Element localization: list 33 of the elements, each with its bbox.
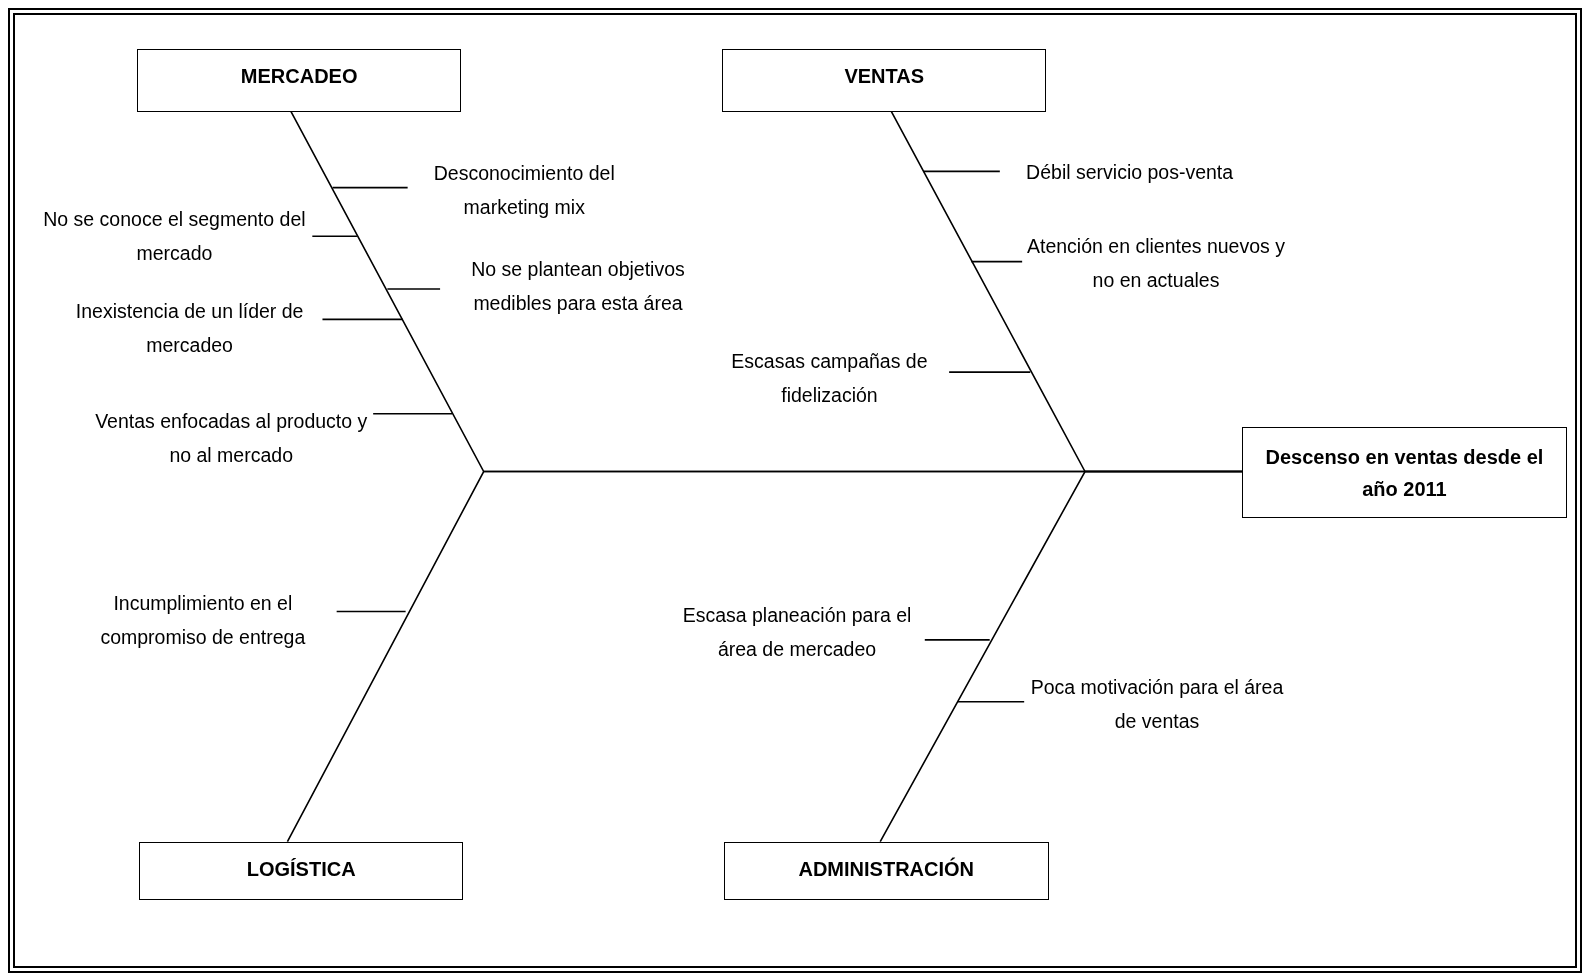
cause-text: Escasa planeación para el área de mercadeo: [681, 602, 913, 662]
cause-text: Poca motivación para el área de ventas: [1029, 674, 1285, 734]
cause-text: Escasas campañas de fidelización: [730, 349, 929, 409]
leader-line: [331, 186, 409, 189]
cause-text: Atención en clientes nuevos y no en actuales: [1026, 233, 1286, 293]
category-box: [138, 841, 464, 901]
category-label: VENTAS: [843, 63, 926, 89]
cause-text: No se plantean objetivos medibles para esta área: [470, 256, 686, 316]
category-box: [724, 841, 1049, 901]
cause-text: Ventas enfocadas al producto y no al mercado: [94, 409, 369, 469]
cause-text: No se conoce el segmento del mercado: [42, 207, 307, 267]
effect-label: Descenso en ventas desde el año 2011: [1264, 444, 1545, 502]
leader-line: [311, 235, 358, 238]
leader-line: [924, 639, 991, 641]
leader-line: [321, 318, 404, 321]
category-box: [722, 48, 1047, 112]
leader-line: [335, 610, 407, 613]
leader-line: [372, 412, 454, 415]
category-label: MERCADEO: [239, 63, 359, 89]
bone-line: [879, 470, 1243, 843]
cause-text: Desconocimiento del marketing mix: [432, 160, 616, 220]
category-label: ADMINISTRACIÓN: [797, 856, 976, 882]
leader-line: [970, 260, 1023, 263]
cause-text: Incumplimiento en el compromiso de entrega: [99, 590, 307, 650]
cause-text: Débil servicio pos-venta: [1025, 160, 1235, 186]
category-box: [136, 48, 462, 112]
leader-line: [948, 371, 1032, 373]
category-label: LOGÍSTICA: [245, 856, 357, 882]
leader-line: [386, 288, 441, 290]
effect-box: [1242, 426, 1567, 519]
leader-line: [956, 700, 1025, 703]
leader-line: [923, 170, 1001, 173]
cause-text: Inexistencia de un líder de mercadeo: [74, 298, 305, 358]
